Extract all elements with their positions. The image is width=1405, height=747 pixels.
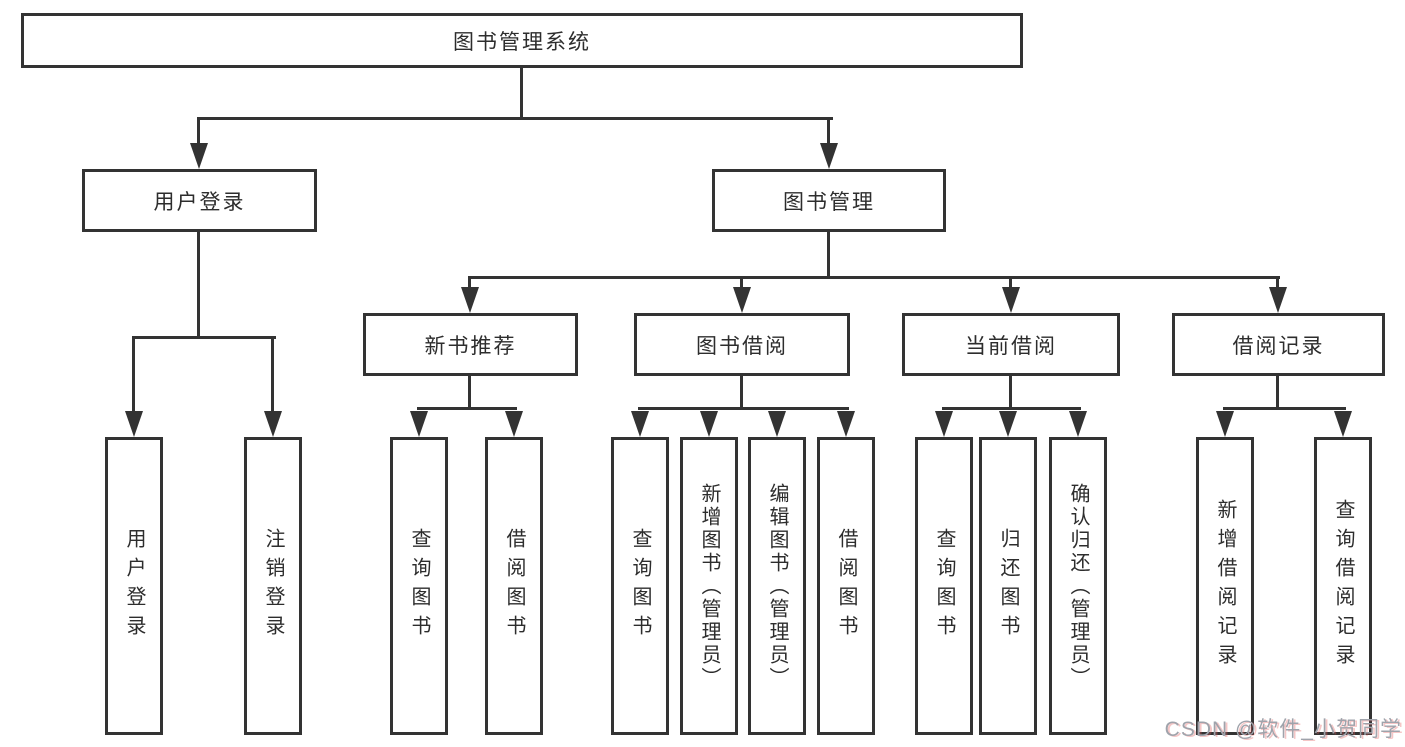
node-user-login: 用户登录 — [82, 169, 317, 232]
arrow-down-icon — [190, 143, 208, 169]
connector-line — [638, 407, 849, 410]
arrow-down-icon — [1002, 287, 1020, 313]
leaf-borrow-books: 借阅图书 — [485, 437, 543, 735]
connector-line — [271, 336, 274, 414]
connector-line — [1009, 376, 1012, 409]
connector-line — [468, 276, 1280, 279]
arrow-down-icon — [264, 411, 282, 437]
connector-line — [827, 117, 830, 147]
connector-line — [417, 407, 517, 410]
connector-line — [1276, 376, 1279, 409]
connector-line — [520, 66, 523, 119]
connector-line — [468, 276, 471, 290]
arrow-down-icon — [410, 411, 428, 437]
connector-line — [468, 376, 471, 409]
connector-line — [197, 232, 200, 339]
arrow-down-icon — [505, 411, 523, 437]
connector-line — [1009, 276, 1012, 290]
leaf-query-books: 查询图书 — [390, 437, 448, 735]
connector-line — [132, 336, 135, 414]
leaf-borrow-books: 借阅图书 — [817, 437, 875, 735]
leaf-add-books-admin: 新增图书（管理员） — [680, 437, 738, 735]
arrow-down-icon — [631, 411, 649, 437]
connector-line — [740, 376, 743, 409]
arrow-down-icon — [700, 411, 718, 437]
arrow-down-icon — [999, 411, 1017, 437]
connector-line — [740, 276, 743, 290]
arrow-down-icon — [125, 411, 143, 437]
node-label: 用户登录 — [153, 190, 246, 214]
arrow-down-icon — [1334, 411, 1352, 437]
arrow-down-icon — [461, 287, 479, 313]
leaf-query-books: 查询图书 — [915, 437, 973, 735]
arrow-down-icon — [768, 411, 786, 437]
csdn-watermark: CSDN @软件_小贺同学 — [1164, 718, 1402, 741]
leaf-user-login: 用户登录 — [105, 437, 163, 735]
node-library-management-system: 图书管理系统 — [21, 13, 1023, 68]
leaf-confirm-return-admin: 确认归还（管理员） — [1049, 437, 1107, 735]
node-label: 新书推荐 — [424, 334, 517, 358]
arrow-down-icon — [733, 287, 751, 313]
leaf-logout: 注销登录 — [244, 437, 302, 735]
connector-line — [1223, 407, 1346, 410]
leaf-query-borrow-record: 查询借阅记录 — [1314, 437, 1372, 735]
leaf-return-books: 归还图书 — [979, 437, 1037, 735]
node-label: 当前借阅 — [965, 334, 1057, 358]
leaf-query-books: 查询图书 — [611, 437, 669, 735]
node-current-borrowing: 当前借阅 — [902, 313, 1120, 376]
node-label: 借阅记录 — [1232, 334, 1325, 358]
node-borrowing-records: 借阅记录 — [1172, 313, 1385, 376]
node-new-book-recommendation: 新书推荐 — [363, 313, 578, 376]
connector-line — [827, 232, 830, 279]
node-label: 图书管理 — [783, 190, 875, 214]
arrow-down-icon — [1269, 287, 1287, 313]
node-book-management: 图书管理 — [712, 169, 946, 232]
node-label: 图书管理系统 — [453, 30, 591, 54]
node-label: 图书借阅 — [696, 334, 788, 358]
arrow-down-icon — [820, 143, 838, 169]
arrow-down-icon — [1216, 411, 1234, 437]
node-book-borrowing: 图书借阅 — [634, 313, 850, 376]
leaf-add-borrow-record: 新增借阅记录 — [1196, 437, 1254, 735]
leaf-edit-books-admin: 编辑图书（管理员） — [748, 437, 806, 735]
arrow-down-icon — [837, 411, 855, 437]
connector-line — [197, 117, 200, 147]
connector-line — [197, 117, 833, 120]
connector-line — [133, 336, 276, 339]
connector-line — [1276, 276, 1279, 290]
arrow-down-icon — [1069, 411, 1087, 437]
connector-line — [942, 407, 1081, 410]
arrow-down-icon — [935, 411, 953, 437]
